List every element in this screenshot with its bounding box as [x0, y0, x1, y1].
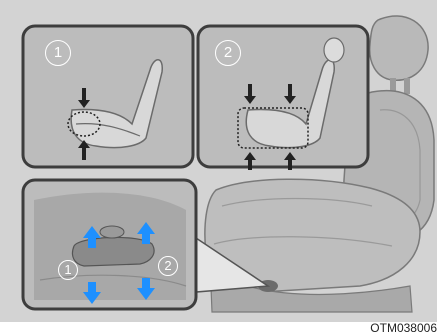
panel-switch-detail — [23, 180, 196, 309]
figure-code: OTM038006 — [370, 322, 437, 335]
switch-label-2: 2 — [158, 256, 178, 276]
seat-adjustment-illustration: 1 2 1 2 — [0, 0, 437, 322]
switch-label-1: 1 — [58, 260, 78, 280]
switch-icon-detail — [72, 237, 154, 266]
headrest-icon — [370, 16, 428, 80]
panel-2-number: 2 — [215, 40, 241, 66]
panel-1-number: 1 — [45, 40, 71, 66]
